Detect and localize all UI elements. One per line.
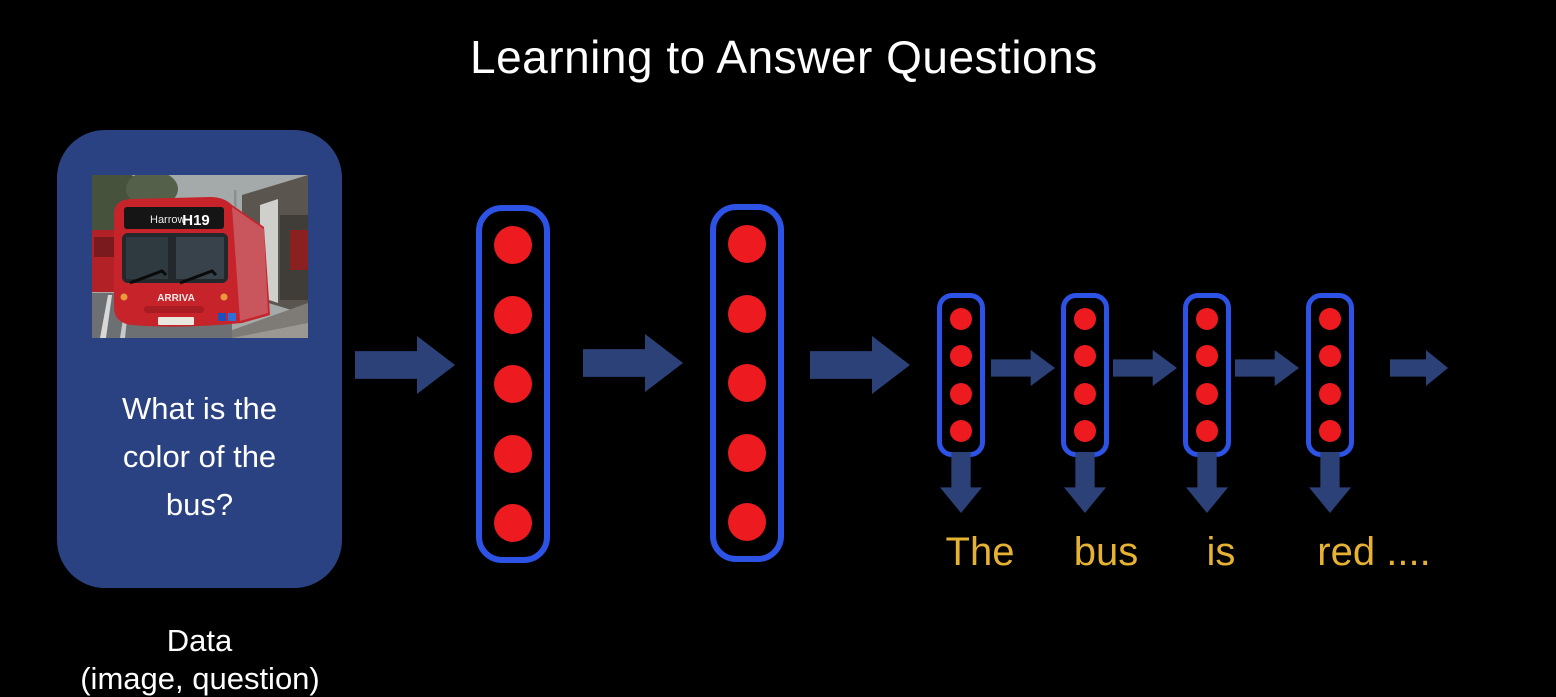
decoder-cell-4 <box>1306 293 1354 457</box>
neuron-dot <box>728 503 766 541</box>
answer-word: The <box>945 530 1015 574</box>
question-line: What is the <box>121 391 278 426</box>
flow-arrow-icon <box>355 336 455 394</box>
data-caption: Data <box>166 623 233 658</box>
slide-canvas: { "slide": { "title": "Learning to Answe… <box>57 31 1448 696</box>
neuron-dot <box>494 504 532 542</box>
recurrence-arrow-icon <box>1235 350 1299 386</box>
neuron-dot <box>494 365 532 403</box>
neuron-dot <box>950 345 972 368</box>
encoder-layer-1 <box>476 205 550 563</box>
encoder-layer-2 <box>710 204 784 562</box>
recurrence-arrow-icon <box>991 350 1055 386</box>
neuron-dot <box>1074 382 1096 405</box>
output-arrow-icon <box>1064 452 1106 513</box>
bus-route-text: H19 <box>182 212 210 229</box>
neuron-dot <box>1074 419 1096 442</box>
neuron-dot <box>494 434 532 473</box>
neuron-dot <box>494 226 532 264</box>
neuron-dot <box>728 433 766 472</box>
neuron-dot <box>728 225 766 263</box>
neuron-dot <box>1319 345 1341 368</box>
neuron-dot <box>1196 308 1218 330</box>
neuron-dot <box>950 419 972 442</box>
neuron-dot <box>728 294 766 333</box>
neuron-dot <box>494 295 532 334</box>
data-caption-detail: (image, question) <box>80 661 320 696</box>
bus-destination-text: Harrow <box>150 214 186 226</box>
question-line: bus? <box>165 487 234 522</box>
neuron-dot <box>1074 345 1096 368</box>
neuron-dot <box>1196 345 1218 368</box>
slide-title: Learning to Answer Questions <box>470 31 1098 83</box>
answer-word: red .... <box>1317 530 1431 574</box>
flow-arrow-icon <box>810 336 910 394</box>
decoder-cell-2 <box>1061 293 1109 457</box>
bus-brand-text: ARRIVA <box>157 293 195 304</box>
neuron-dot <box>1319 419 1341 442</box>
flow-arrow-icon <box>583 334 683 392</box>
output-arrow-icon <box>1309 452 1351 513</box>
neuron-dot <box>1319 308 1341 330</box>
neuron-dot <box>728 364 766 402</box>
neuron-dot <box>1196 419 1218 442</box>
data-input-box: Harrow H19 ARRIVA What is the color of t… <box>57 130 342 588</box>
question-text: What is the color of the bus? <box>57 385 342 529</box>
neuron-dot <box>1074 308 1096 330</box>
question-line: color of the <box>122 439 277 474</box>
neuron-dot <box>1319 382 1341 405</box>
answer-word: is <box>1206 530 1236 574</box>
neuron-dot <box>950 382 972 405</box>
neuron-dot <box>1196 382 1218 405</box>
output-arrow-icon <box>1186 452 1228 513</box>
decoder-cell-3 <box>1183 293 1231 457</box>
output-arrow-icon <box>940 452 982 513</box>
bus-photo: Harrow H19 ARRIVA <box>92 175 308 338</box>
answer-word: bus <box>1073 530 1139 574</box>
neuron-dot <box>950 308 972 330</box>
recurrence-arrow-icon <box>1113 350 1177 386</box>
decoder-cell-1 <box>937 293 985 457</box>
recurrence-arrow-icon <box>1390 350 1448 386</box>
